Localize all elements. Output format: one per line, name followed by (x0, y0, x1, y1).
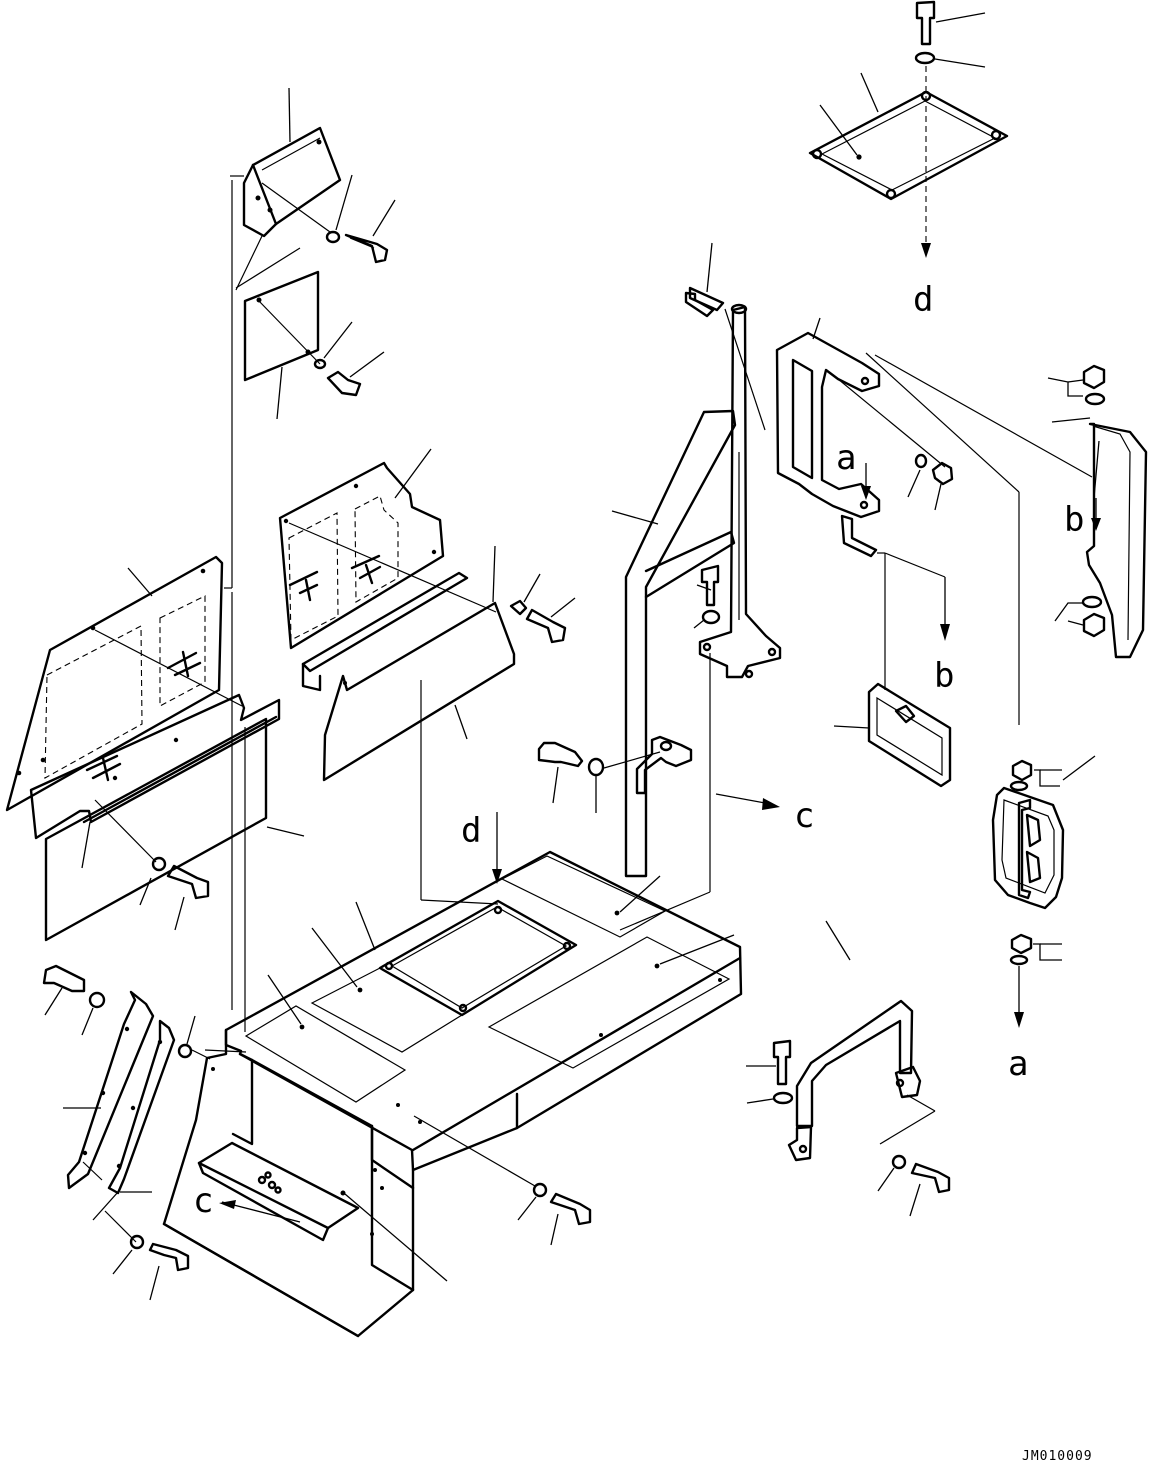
washer-top-right (914, 51, 986, 68)
nut-lamp-top (1011, 759, 1062, 787)
cover-plate-top-right (808, 66, 1009, 245)
bolt-left-1 (166, 864, 210, 931)
bolt-top-right (915, 0, 986, 46)
nut-bracket (931, 461, 954, 511)
main-box-base (162, 592, 743, 1338)
pipe-fitting (840, 514, 946, 690)
bracket-center (635, 735, 693, 795)
center-plate-lower (322, 601, 516, 782)
side-strip-left-1 (63, 990, 155, 1190)
arrow-d-mid: d (461, 811, 502, 884)
callout-c-right: c (794, 796, 814, 836)
callout-c-left: c (193, 1181, 213, 1221)
washer-center-right (693, 609, 721, 629)
bolt-lower-right (746, 1039, 792, 1086)
arrow-b-top: b (1064, 498, 1101, 540)
lamp-unit-large (991, 755, 1096, 910)
left-strip-bar (29, 693, 281, 869)
washer-right-top (1084, 392, 1106, 406)
handrail-center (611, 409, 737, 878)
arrow-c-right: c (715, 793, 814, 836)
bolt-box (549, 1192, 592, 1246)
arrow-c-left: c (193, 1181, 301, 1223)
washer-right-mid (1081, 595, 1103, 609)
arrow-a-top: a (836, 438, 871, 500)
washer-lamp-top (1009, 780, 1029, 792)
bolt-lower-left-1 (42, 964, 86, 1016)
handrail-lower-right (787, 920, 936, 1162)
bolt-center-c (537, 741, 584, 804)
bolt-top-left-1 (344, 199, 396, 264)
washer-center (509, 573, 541, 616)
callout-a-top: a (836, 438, 856, 478)
bolt-lower-left-2 (104, 1210, 190, 1301)
left-panel-large (5, 555, 243, 812)
washer-box (517, 1182, 548, 1221)
center-bar-strip (301, 545, 496, 692)
mounting-plate-small (243, 270, 321, 420)
washer-left-1 (139, 856, 167, 906)
arrow-a-bottom: a (1008, 966, 1028, 1084)
bracket-box-right (775, 317, 1093, 725)
washer-lower-left-2 (177, 1015, 211, 1060)
washer-lower-left-3 (112, 1234, 145, 1275)
left-plate-lower (44, 717, 305, 942)
washer-lower-left-1 (81, 991, 106, 1036)
callout-b-top: b (1064, 500, 1084, 540)
washer-bracket (907, 453, 928, 498)
nut-right-mid (1054, 602, 1106, 638)
washer-lamp-bottom (1009, 954, 1029, 966)
handrail-bracket-right (1051, 417, 1148, 659)
callout-a-bottom: a (1008, 1044, 1028, 1084)
nut-right-top (1047, 364, 1106, 397)
arrow-d-top: d (913, 243, 933, 320)
drawing-number: JM010009 (1022, 1449, 1093, 1464)
arrow-b-mid: b (934, 577, 954, 696)
bolt-center (525, 597, 576, 644)
bolt-top-left-2 (326, 351, 385, 397)
bolt-lower-right-2 (909, 1162, 951, 1217)
side-strip-left-2 (92, 1019, 176, 1221)
bolt-center-right (696, 564, 720, 607)
lamp-unit-small (833, 682, 952, 788)
callout-b-mid: b (934, 656, 954, 696)
washer-top-left-2 (313, 321, 353, 370)
washer-center-c (587, 751, 661, 813)
stanchion-post (619, 303, 782, 931)
washer-lower-right (746, 1091, 794, 1105)
washer-lower-right-2 (877, 1154, 907, 1192)
callout-d-top: d (913, 280, 933, 320)
center-panel-upper (278, 448, 497, 650)
washer-top-left-1 (325, 174, 353, 244)
u-bolt-top (684, 242, 766, 431)
callout-d-mid: d (461, 811, 481, 851)
nut-lamp-bottom (1010, 933, 1062, 961)
cover-box-upper-left (224, 87, 342, 589)
